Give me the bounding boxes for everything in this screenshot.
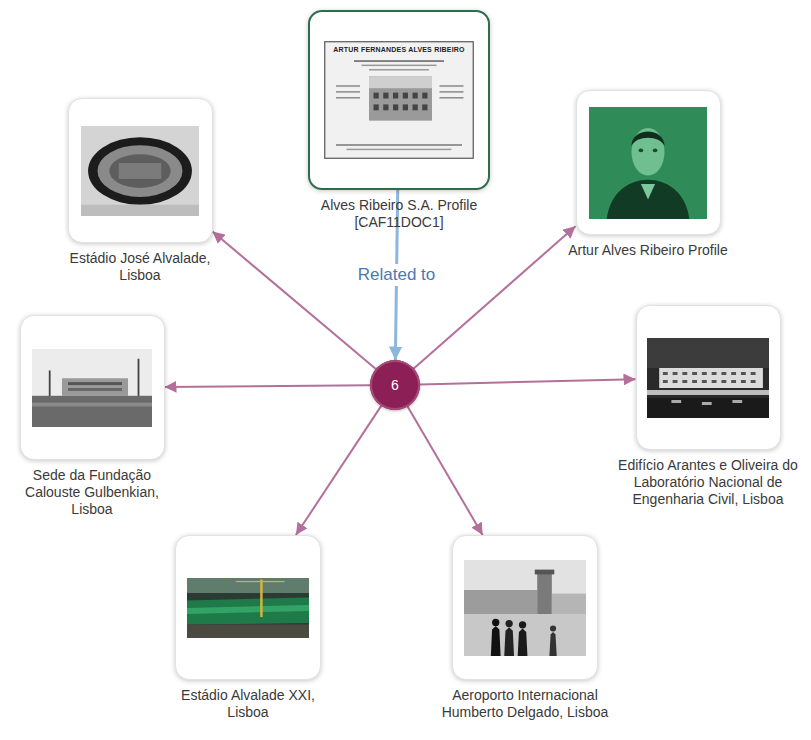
thumbnail-card (576, 90, 721, 235)
portrait-photo (589, 107, 707, 219)
thumbnail-node: Artur Alves Ribeiro Profile (548, 90, 748, 259)
count-number: 6 (391, 377, 399, 393)
thumbnail-card: ARTUR FERNANDES ALVES RIBEIRO (308, 10, 490, 190)
thumbnail-node: Edifício Arantes e Oliveira do Laboratór… (613, 305, 803, 507)
stadium-photo (81, 126, 199, 216)
thumbnail-card (636, 305, 781, 450)
thumbnail-card (452, 535, 598, 680)
edge-label: Related to (354, 264, 440, 286)
relation-arrow (414, 226, 576, 368)
thumbnail-card (68, 98, 213, 243)
thumbnail-node: Sede da Fundação Calouste Gulbenkian, Li… (12, 315, 172, 517)
relation-arrow (165, 385, 371, 387)
node-caption: Estádio José Alvalade, Lisboa (60, 250, 220, 284)
airport-photo (464, 560, 586, 656)
thumbnail-node: Estádio Alvalade XXI, Lisboa (168, 535, 328, 721)
thumbnail-card (20, 315, 165, 460)
node-caption: Alves Ribeiro S.A. Profile [CAF11DOC1] (294, 197, 504, 231)
relation-arrow (408, 407, 483, 535)
relation-arrow (296, 406, 381, 535)
relation-arrow (420, 379, 636, 384)
node-caption: Sede da Fundação Calouste Gulbenkian, Li… (12, 467, 172, 517)
node-caption: Edifício Arantes e Oliveira do Laboratór… (613, 457, 803, 507)
count-circle: 6 (370, 360, 420, 410)
thumbnail-card (175, 535, 321, 680)
node-caption: Estádio Alvalade XXI, Lisboa (168, 687, 328, 721)
document-title: ARTUR FERNANDES ALVES RIBEIRO (310, 46, 488, 53)
thumbnail-node: Aeroporto Internacional Humberto Delgado… (435, 535, 615, 721)
building-photo (647, 338, 769, 418)
document-thumbnail (324, 41, 474, 159)
stadium-photo (187, 578, 309, 638)
building-photo (32, 349, 152, 427)
node-caption: Artur Alves Ribeiro Profile (548, 242, 748, 259)
node-caption: Aeroporto Internacional Humberto Delgado… (435, 687, 615, 721)
thumbnail-node: Estádio José Alvalade, Lisboa (60, 98, 220, 284)
relation-arrow (213, 231, 376, 368)
thumbnail-node: ARTUR FERNANDES ALVES RIBEIRO Alves Ribei… (294, 10, 504, 231)
